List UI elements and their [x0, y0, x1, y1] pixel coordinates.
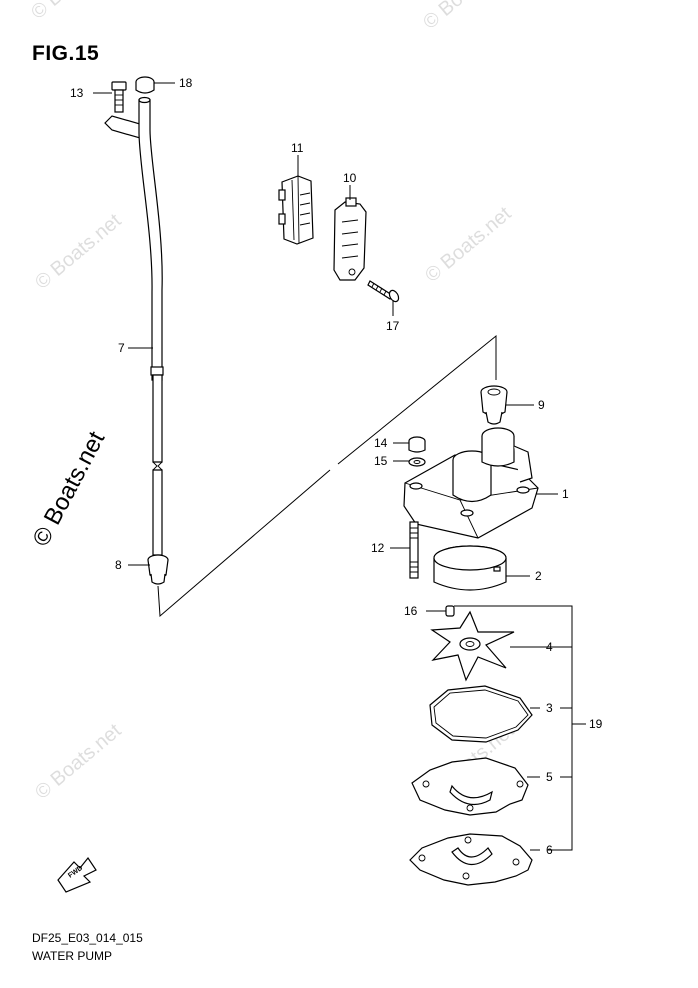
cap-18-part: [135, 76, 155, 94]
callout-15: 15: [374, 454, 388, 468]
tube-7-upper: [138, 99, 163, 381]
seal-11-part: [278, 175, 314, 245]
insert-2-part: [433, 545, 507, 591]
plate-6-part: [409, 833, 533, 886]
tube-7-lower: [152, 374, 163, 463]
watermarks: © Boats.net © Boats.net © Boats.net © Bo…: [27, 0, 519, 804]
callout-17: 17: [386, 319, 400, 333]
callout-13: 13: [70, 86, 84, 100]
stud-12-part: [409, 521, 419, 579]
watermark-mid-right: © Boats.net: [421, 202, 516, 286]
callout-5: 5: [546, 770, 553, 784]
callout-10: 10: [343, 171, 357, 185]
seal-10-part: [333, 197, 367, 281]
nut-14-part: [408, 436, 426, 453]
screw-17-part: [367, 280, 400, 303]
watermark-top-mid: © Boats.net: [27, 0, 122, 24]
callout-16: 16: [404, 604, 418, 618]
pump-case-1-part: [403, 427, 539, 539]
callout-12: 12: [371, 541, 385, 555]
callouts: 13 18 11 10 17 7 9 14 15 1 12 8 2 16 4 3…: [70, 76, 603, 857]
watermark-large-left: © Boats.net: [27, 427, 110, 551]
figure-code: DF25_E03_014_015: [32, 931, 143, 945]
leader-lines: [93, 82, 586, 851]
callout-9: 9: [538, 398, 545, 412]
callout-7: 7: [118, 341, 125, 355]
callout-4: 4: [546, 640, 553, 654]
callout-11: 11: [291, 141, 304, 155]
callout-14: 14: [374, 436, 388, 450]
callout-1: 1: [562, 487, 569, 501]
watermark-low-left: © Boats.net: [31, 719, 126, 803]
figure-name: WATER PUMP: [32, 949, 112, 963]
callout-6: 6: [546, 843, 553, 857]
watermark-top-right: © Boats.net: [419, 0, 514, 34]
washer-15-part: [408, 457, 426, 467]
impeller-4-part: [430, 610, 515, 682]
water-tube-assembly: [104, 76, 497, 618]
callout-18: 18: [179, 76, 193, 90]
callout-19: 19: [589, 717, 603, 731]
callout-2: 2: [535, 569, 542, 583]
fwd-arrow-icon: FWD: [57, 856, 97, 893]
gasket-3-part: [429, 685, 533, 743]
watermark-mid-left: © Boats.net: [31, 209, 126, 293]
grommet-8-part: [147, 554, 169, 585]
gasket-5-part: [411, 757, 529, 816]
assembly-guide-line: [157, 334, 497, 618]
figure-title: FIG.15: [32, 42, 100, 65]
grommet-9-part: [480, 385, 508, 425]
key-16-part: [445, 605, 455, 617]
bolt-13-part: [111, 81, 127, 113]
callout-8: 8: [115, 558, 122, 572]
callout-3: 3: [546, 701, 553, 715]
